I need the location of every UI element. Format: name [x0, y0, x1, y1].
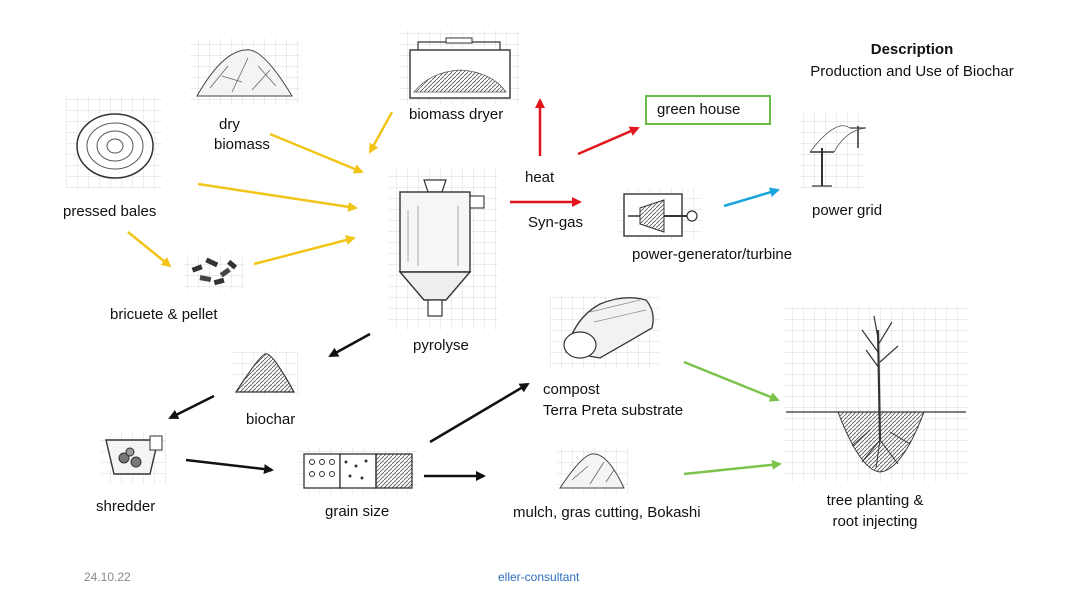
power-grid-label: power grid — [812, 202, 883, 219]
input-arrows — [127, 111, 394, 268]
pyrolyse-reactor-illustration — [388, 168, 498, 330]
biomass-dryer-label: biomass dryer — [409, 106, 504, 123]
green-house-box: green house — [645, 95, 771, 125]
footer-author: eller-consultant — [498, 570, 580, 584]
mulch-label: mulch, gras cutting, Bokashi — [513, 504, 701, 521]
syn-gas-label: Syn-gas — [528, 214, 584, 231]
compost-label-line1: compost — [543, 381, 600, 398]
bricuete-pellet-label: bricuete & pellet — [110, 306, 218, 323]
product-arrows — [168, 332, 530, 481]
shredder-illustration — [100, 432, 166, 484]
bricuete-pellet-illustration — [184, 254, 244, 290]
compost-illustration — [550, 296, 660, 368]
biochar-label: biochar — [246, 411, 296, 428]
biochar-illustration — [232, 350, 298, 396]
shredder-label: shredder — [96, 498, 156, 515]
tree-planting-illustration — [784, 306, 968, 482]
description-subtitle: Production and Use of Biochar — [810, 63, 1014, 80]
heat-label: heat — [525, 169, 555, 186]
tree-planting-label-line2: root injecting — [832, 513, 918, 530]
pyrolyse-label: pyrolyse — [413, 337, 469, 354]
compost-label-line2: Terra Preta substrate — [543, 402, 684, 419]
power-grid-illustration — [800, 112, 867, 188]
description-title: Description — [870, 41, 954, 58]
biomass-dryer-illustration — [400, 30, 520, 104]
dry-biomass-label-line2: biomass — [214, 136, 270, 153]
dry-biomass-illustration — [190, 38, 300, 104]
grain-size-illustration — [298, 448, 418, 494]
planting-arrows — [683, 360, 782, 476]
energy-arrows — [510, 98, 780, 208]
power-generator-illustration — [618, 188, 702, 240]
tree-planting-label-line1: tree planting & — [826, 492, 924, 509]
pressed-bales-illustration — [66, 96, 162, 188]
mulch-illustration — [556, 448, 628, 494]
pressed-bales-label: pressed bales — [63, 203, 157, 220]
power-generator-label: power-generator/turbine — [632, 246, 793, 263]
footer-date: 24.10.22 — [84, 570, 131, 584]
grain-size-label: grain size — [325, 503, 390, 520]
dry-biomass-label-line1: dry — [219, 116, 240, 133]
